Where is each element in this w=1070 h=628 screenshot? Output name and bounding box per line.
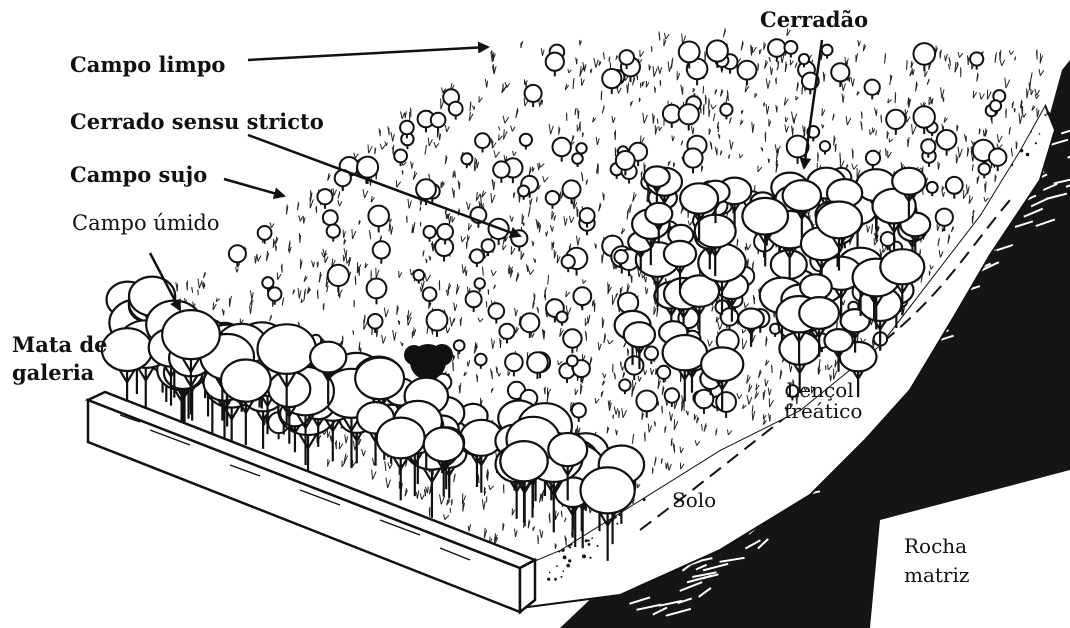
label-mata-de-galeria-1: Mata de — [12, 332, 108, 357]
label-cerradao: Cerradão — [760, 7, 868, 32]
label-mata-de-galeria-2: galeria — [12, 360, 95, 385]
arrow-campo-limpo — [248, 47, 488, 60]
label-campo-sujo: Campo sujo — [70, 162, 207, 187]
label-rocha-2: matriz — [904, 563, 969, 587]
label-solo: Solo — [672, 488, 716, 512]
label-rocha-1: Rocha — [904, 534, 967, 558]
label-campo-umido: Campo úmido — [72, 211, 220, 235]
label-lencol-2: freático — [784, 399, 862, 423]
label-campo-limpo: Campo limpo — [70, 52, 225, 77]
label-cerrado-sensu-stricto: Cerrado sensu stricto — [70, 109, 324, 134]
arrow-campo-sujo — [224, 179, 284, 196]
